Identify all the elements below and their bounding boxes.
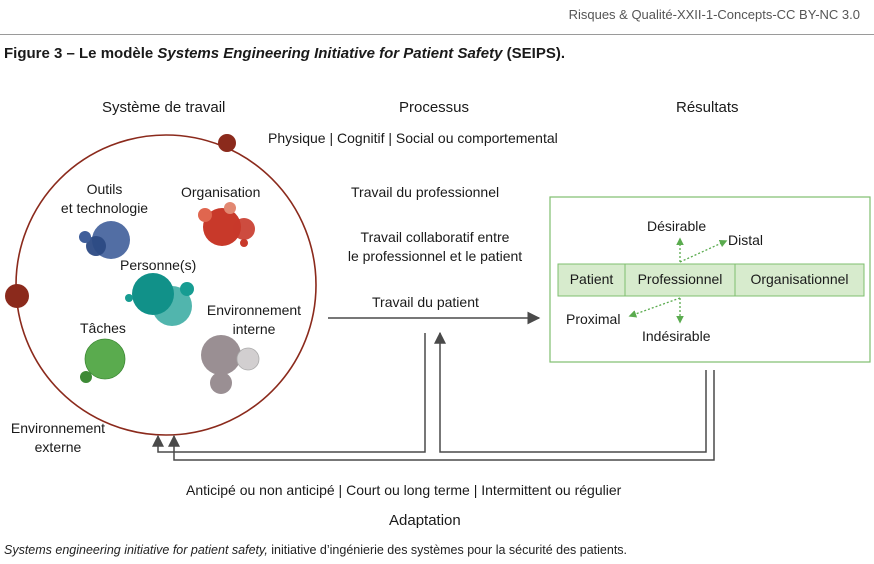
tasks-cluster <box>80 338 126 383</box>
adaptation-label: Adaptation <box>389 512 461 529</box>
figure-title: Figure 3 – Le modèle Systems Engineering… <box>4 45 566 62</box>
circle-marker-left <box>5 284 29 308</box>
label-tasks: Tâches <box>80 320 126 336</box>
process-dimensions: Physique | Cognitif | Social ou comporte… <box>268 130 558 146</box>
feedback-to-process-outer <box>434 331 707 453</box>
internal-env-cluster <box>201 335 260 394</box>
tools-cluster <box>79 221 130 259</box>
feedback-to-system-outer <box>168 370 715 461</box>
person-cluster <box>125 273 194 326</box>
circle-marker-top <box>218 134 236 152</box>
organisation-cluster <box>198 202 255 247</box>
result-row-patient: Patient <box>569 271 614 287</box>
source-header: Risques & Qualité-XXII-1-Concepts-CC BY-… <box>568 7 860 22</box>
result-undesirable: Indésirable <box>642 328 711 344</box>
heading-results: Résultats <box>676 99 739 116</box>
feedback-to-system-inner <box>152 333 426 453</box>
result-proximal: Proximal <box>566 311 621 327</box>
process-professional-work: Travail du professionnel <box>351 184 500 200</box>
result-desirable: Désirable <box>647 218 707 234</box>
result-distal: Distal <box>728 232 764 248</box>
result-row-professional: Professionnel <box>637 271 723 287</box>
results-row-bar <box>557 263 865 297</box>
heading-process: Processus <box>399 99 470 116</box>
result-row-organisational: Organisationnel <box>750 271 849 287</box>
header-divider <box>0 34 874 35</box>
heading-work-system: Système de travail <box>102 99 226 116</box>
figure-caption: Systems engineering initiative for patie… <box>4 543 628 557</box>
label-person: Personne(s) <box>120 257 197 273</box>
process-patient-work: Travail du patient <box>372 294 479 310</box>
adaptation-types: Anticipé ou non anticipé | Court ou long… <box>186 482 622 498</box>
label-organisation: Organisation <box>181 184 261 200</box>
